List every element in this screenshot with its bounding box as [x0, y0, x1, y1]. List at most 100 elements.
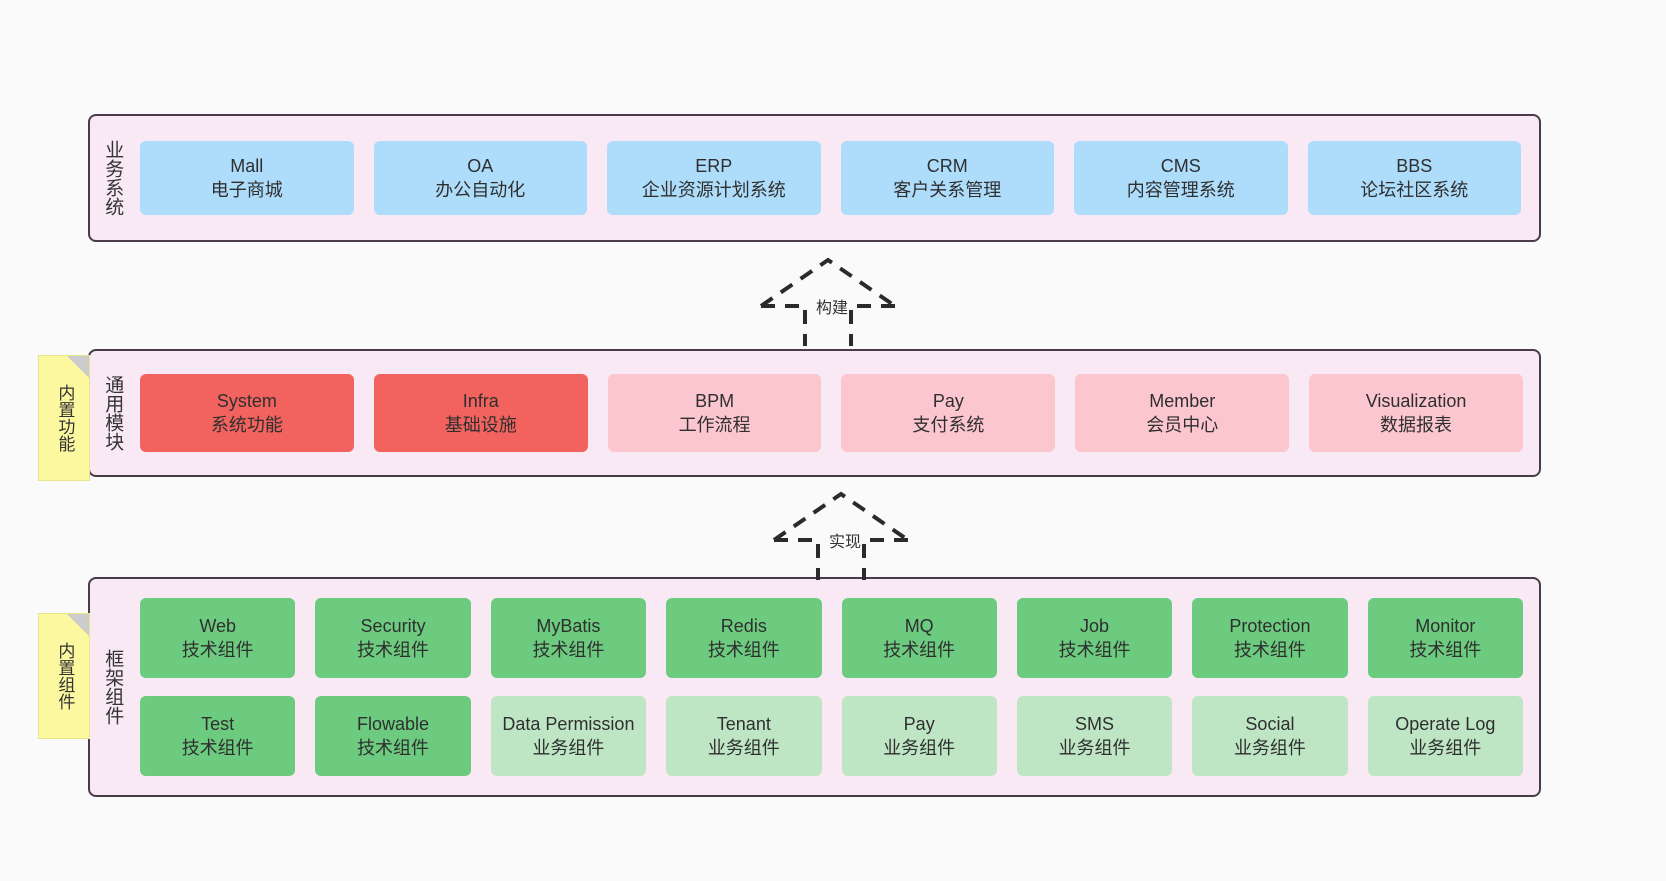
- node-test-name: Test: [201, 713, 235, 734]
- node-mq[interactable]: MQ 技术组件: [841, 598, 997, 678]
- node-security[interactable]: Security 技术组件: [315, 598, 471, 678]
- layer-common-module-title: 通用模块: [102, 375, 124, 451]
- note-builtin-component-label: 内置组件: [55, 642, 75, 710]
- node-monitor-desc: 技术组件: [1409, 640, 1482, 660]
- node-social-desc: 业务组件: [1233, 738, 1306, 758]
- node-mall[interactable]: Mall 电子商城: [140, 141, 354, 215]
- node-pay-component-desc: 业务组件: [883, 738, 956, 758]
- node-tenant-name: Tenant: [716, 713, 771, 734]
- layer-business-system-title: 业务系统: [102, 140, 124, 216]
- node-system-name: System: [216, 390, 277, 411]
- node-monitor-name: Monitor: [1415, 615, 1476, 636]
- layer-common-module: 通用模块 System 系统功能 Infra 基础设施 BPM 工作流程 Pay…: [88, 349, 1541, 477]
- node-bpm-desc: 工作流程: [678, 415, 751, 435]
- connector-build-arrow-icon: [759, 257, 897, 346]
- node-cms-name: CMS: [1160, 155, 1201, 176]
- note-builtin-function: 内置功能: [38, 355, 90, 481]
- node-test-desc: 技术组件: [181, 738, 254, 758]
- node-mybatis[interactable]: MyBatis 技术组件: [490, 598, 647, 678]
- node-system[interactable]: System 系统功能: [140, 374, 354, 452]
- node-social[interactable]: Social 业务组件: [1192, 696, 1348, 776]
- layer-common-module-body: System 系统功能 Infra 基础设施 BPM 工作流程 Pay 支付系统…: [134, 351, 1539, 475]
- node-infra[interactable]: Infra 基础设施: [373, 374, 588, 452]
- node-visualization[interactable]: Visualization 数据报表: [1309, 374, 1523, 452]
- node-cms[interactable]: CMS 内容管理系统: [1074, 141, 1288, 215]
- node-erp[interactable]: ERP 企业资源计划系统: [607, 141, 821, 215]
- connector-implement: 实现: [770, 490, 912, 580]
- node-job-desc: 技术组件: [1058, 640, 1131, 660]
- node-member[interactable]: Member 会员中心: [1075, 374, 1290, 452]
- framework-tech-row: Web 技术组件 Security 技术组件 MyBatis 技术组件 Redi…: [140, 598, 1523, 678]
- node-visualization-name: Visualization: [1365, 390, 1467, 411]
- node-crm-name: CRM: [926, 155, 968, 176]
- node-bpm-name: BPM: [695, 390, 735, 411]
- node-mall-name: Mall: [230, 155, 264, 176]
- node-monitor[interactable]: Monitor 技术组件: [1367, 598, 1523, 678]
- node-oa[interactable]: OA 办公自动化: [373, 141, 587, 215]
- node-member-desc: 会员中心: [1146, 415, 1219, 435]
- node-bbs-desc: 论坛社区系统: [1360, 180, 1469, 200]
- node-crm[interactable]: CRM 客户关系管理: [840, 141, 1054, 215]
- node-security-desc: 技术组件: [357, 640, 430, 660]
- node-mybatis-name: MyBatis: [536, 615, 601, 636]
- node-pay-module-name: Pay: [932, 390, 964, 411]
- node-data-permission[interactable]: Data Permission 业务组件: [490, 696, 647, 776]
- node-web-desc: 技术组件: [181, 640, 254, 660]
- node-job[interactable]: Job 技术组件: [1016, 598, 1173, 678]
- node-mq-name: MQ: [904, 615, 934, 636]
- node-flowable-name: Flowable: [357, 713, 430, 734]
- node-pay-component[interactable]: Pay 业务组件: [841, 696, 997, 776]
- node-job-name: Job: [1080, 615, 1110, 636]
- node-system-desc: 系统功能: [210, 415, 283, 435]
- layer-framework-component-title: 框架组件: [102, 649, 124, 725]
- node-sms[interactable]: SMS 业务组件: [1016, 696, 1173, 776]
- node-security-name: Security: [360, 615, 426, 636]
- node-operate-log-desc: 业务组件: [1409, 738, 1482, 758]
- node-crm-desc: 客户关系管理: [893, 180, 1002, 200]
- layer-framework-component: 框架组件 Web 技术组件 Security 技术组件 MyBatis 技术组件…: [88, 577, 1541, 797]
- node-tenant[interactable]: Tenant 业务组件: [666, 696, 822, 776]
- node-sms-name: SMS: [1075, 713, 1115, 734]
- node-web[interactable]: Web 技术组件: [140, 598, 296, 678]
- node-social-name: Social: [1245, 713, 1295, 734]
- connector-build-label: 构建: [816, 300, 849, 317]
- node-bpm[interactable]: BPM 工作流程: [607, 374, 822, 452]
- node-protection-name: Protection: [1229, 615, 1311, 636]
- framework-business-row: Test 技术组件 Flowable 技术组件 Data Permission …: [140, 696, 1523, 776]
- node-protection-desc: 技术组件: [1233, 640, 1306, 660]
- node-flowable[interactable]: Flowable 技术组件: [315, 696, 471, 776]
- node-test[interactable]: Test 技术组件: [140, 696, 296, 776]
- node-pay-module[interactable]: Pay 支付系统: [841, 374, 1056, 452]
- layer-business-system-body: Mall 电子商城 OA 办公自动化 ERP 企业资源计划系统 CRM 客户关系…: [134, 116, 1539, 240]
- node-redis-desc: 技术组件: [707, 640, 780, 660]
- node-infra-desc: 基础设施: [444, 415, 517, 435]
- node-bbs[interactable]: BBS 论坛社区系统: [1307, 141, 1521, 215]
- node-pay-component-name: Pay: [903, 713, 935, 734]
- node-redis[interactable]: Redis 技术组件: [666, 598, 822, 678]
- node-oa-desc: 办公自动化: [435, 180, 526, 200]
- common-module-row: System 系统功能 Infra 基础设施 BPM 工作流程 Pay 支付系统…: [140, 374, 1523, 452]
- connector-implement-label: 实现: [829, 534, 862, 551]
- node-web-name: Web: [199, 615, 237, 636]
- node-member-name: Member: [1149, 390, 1216, 411]
- node-oa-name: OA: [467, 155, 494, 176]
- node-visualization-desc: 数据报表: [1380, 415, 1453, 435]
- note-builtin-component: 内置组件: [38, 613, 90, 739]
- node-mq-desc: 技术组件: [883, 640, 956, 660]
- node-operate-log[interactable]: Operate Log 业务组件: [1367, 696, 1523, 776]
- connector-implement-arrow-icon: [772, 491, 910, 580]
- business-system-row: Mall 电子商城 OA 办公自动化 ERP 企业资源计划系统 CRM 客户关系…: [140, 141, 1521, 215]
- node-data-permission-name: Data Permission: [502, 713, 635, 734]
- node-data-permission-desc: 业务组件: [532, 738, 605, 758]
- node-cms-desc: 内容管理系统: [1126, 180, 1235, 200]
- node-sms-desc: 业务组件: [1058, 738, 1131, 758]
- node-erp-name: ERP: [695, 155, 733, 176]
- connector-build: 构建: [757, 256, 899, 346]
- note-builtin-function-label: 内置功能: [55, 384, 75, 452]
- node-protection[interactable]: Protection 技术组件: [1192, 598, 1348, 678]
- node-infra-name: Infra: [462, 390, 499, 411]
- node-pay-module-desc: 支付系统: [912, 415, 985, 435]
- node-erp-desc: 企业资源计划系统: [641, 180, 786, 200]
- node-flowable-desc: 技术组件: [357, 738, 430, 758]
